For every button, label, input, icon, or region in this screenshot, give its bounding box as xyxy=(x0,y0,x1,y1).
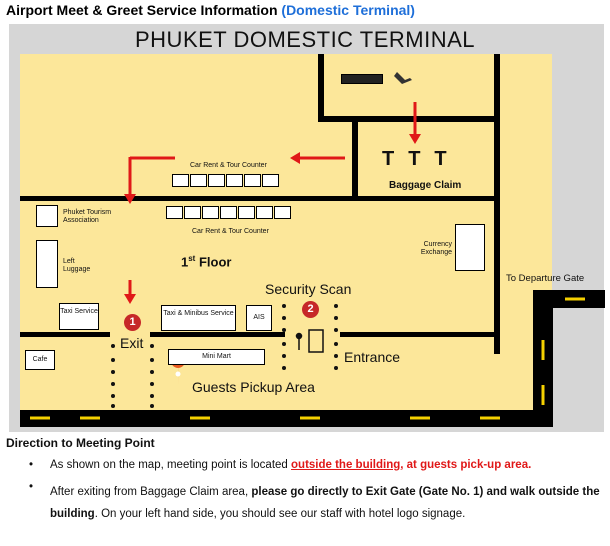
mini-mart-box: Mini Mart xyxy=(168,349,265,365)
direction-item-1: As shown on the map, meeting point is lo… xyxy=(50,459,532,471)
bullet-dot: • xyxy=(29,459,34,471)
wall xyxy=(494,54,500,354)
taxi-minibus-box: Taxi & Minibus Service xyxy=(161,305,236,331)
car-rent-label-1: Car Rent & Tour Counter xyxy=(190,162,267,169)
bullet-dot: • xyxy=(29,481,34,493)
security-scan-label: Security Scan xyxy=(265,281,352,297)
wall xyxy=(318,116,500,122)
title-subtitle: (Domestic Terminal) xyxy=(281,2,415,18)
taxi-service-box: Taxi Service xyxy=(59,303,99,330)
car-rent-label-2: Car Rent & Tour Counter xyxy=(192,228,269,235)
security-scanner-icon xyxy=(295,329,324,353)
departure-label: To Departure Gate xyxy=(506,273,585,284)
phuket-tourism-label: Phuket Tourism Association xyxy=(63,209,112,224)
ais-box: AIS xyxy=(246,305,272,331)
currency-booth xyxy=(455,224,485,271)
wall xyxy=(150,332,285,337)
pickup-area-label: Guests Pickup Area xyxy=(192,379,315,395)
wall xyxy=(340,332,500,337)
left-luggage-box xyxy=(36,240,58,288)
car-rent-counters-1 xyxy=(172,174,280,192)
road xyxy=(20,410,552,427)
wall xyxy=(20,196,500,201)
currency-label: Currency Exchange xyxy=(420,241,452,256)
security-marker: 2 xyxy=(302,301,319,318)
page-title: Airport Meet & Greet Service Information… xyxy=(6,2,415,18)
arrival-gate xyxy=(341,74,383,84)
directions-heading: Direction to Meeting Point xyxy=(6,436,155,450)
wall xyxy=(352,120,358,200)
wall xyxy=(318,54,324,120)
map-title: PHUKET DOMESTIC TERMINAL xyxy=(135,27,476,52)
exit-label: Exit xyxy=(120,335,144,351)
wall xyxy=(20,332,110,337)
title-text: Airport Meet & Greet Service Information xyxy=(6,2,278,18)
car-rent-counters-2 xyxy=(166,206,292,224)
baggage-claim-label: Baggage Claim xyxy=(389,180,462,191)
cafe-box: Cafe xyxy=(25,350,55,370)
plane-icon xyxy=(394,72,412,84)
direction-item-2: After exiting from Baggage Claim area, p… xyxy=(50,486,600,520)
entrance-label: Entrance xyxy=(344,349,401,365)
left-luggage-label: Left Luggage xyxy=(63,258,91,273)
tourism-desk xyxy=(36,205,58,227)
floor-label: 1st Floor xyxy=(181,254,232,270)
baggage-carousel-icon: TTT xyxy=(382,148,461,170)
exit-marker: 1 xyxy=(124,314,141,331)
